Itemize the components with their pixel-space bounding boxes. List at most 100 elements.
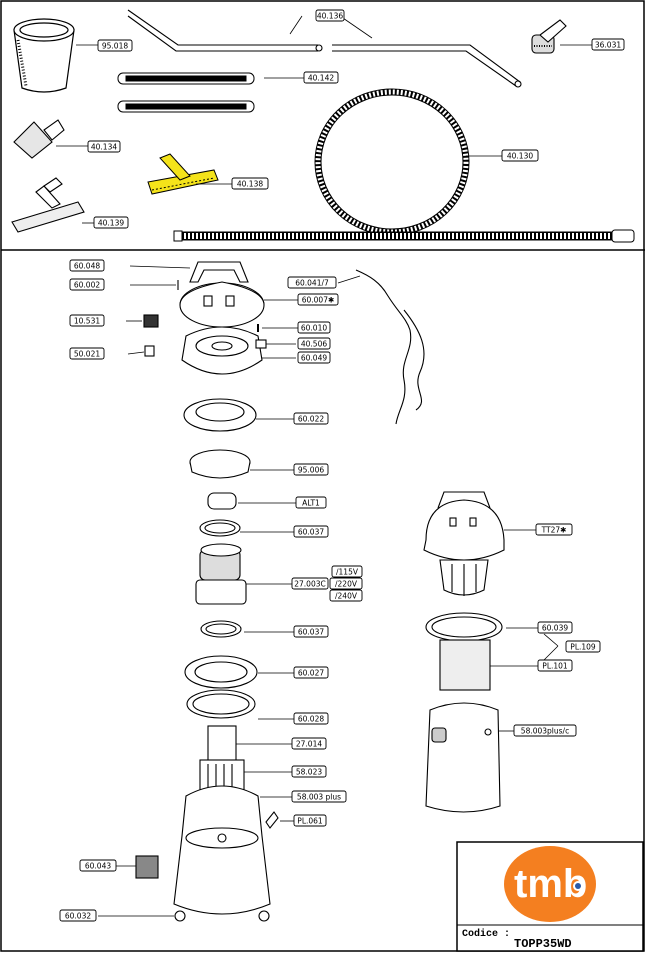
bottom-label-1: 60.002 (69, 278, 105, 291)
label-text: 60.002 (74, 280, 100, 289)
label-box (69, 259, 105, 272)
label-text: 40.139 (98, 218, 124, 227)
top-label-1: 40.136 (315, 9, 345, 22)
bottom-label-2: 60.041/7 (287, 276, 337, 289)
label-text: 40.142 (308, 73, 334, 82)
bottom-label-11: ALT1 (295, 496, 327, 509)
label-text: 95.018 (102, 41, 128, 50)
label-box (97, 39, 133, 52)
leader-lines (56, 15, 592, 917)
top-label-5: 40.130 (501, 149, 539, 162)
bucket-part (13, 18, 75, 93)
label-box (535, 523, 573, 536)
label-box (501, 149, 539, 162)
codice-value: TOPP35WD (514, 937, 572, 951)
label-text: 58.003plus/c (521, 726, 569, 735)
label-text: 60.037 (298, 527, 324, 536)
label-box (293, 525, 329, 538)
label-text: /240V (335, 591, 358, 600)
label-box (287, 276, 337, 289)
bottom-label-19: 60.028 (293, 712, 329, 725)
tt27-head (423, 491, 505, 813)
label-text: PL.061 (297, 816, 323, 825)
bottom-label-13: /115V (331, 565, 363, 578)
top-label-2: 36.031 (591, 38, 625, 51)
bottom-label-26: TT27✱ (535, 523, 573, 536)
bottom-label-21: 58.023 (291, 765, 327, 778)
label-text: 60.028 (298, 714, 324, 723)
label-box (69, 314, 105, 327)
label-text: /115V (336, 567, 359, 576)
label-text: 58.003 plus (297, 792, 341, 801)
wand-tubes (127, 9, 522, 88)
label-text: 60.022 (298, 414, 324, 423)
bottom-label-8: 60.049 (297, 351, 331, 364)
label-box (93, 216, 129, 229)
top-label-3: 40.142 (303, 71, 339, 84)
label-text: PL.101 (542, 661, 568, 670)
label-box (293, 463, 329, 476)
title-block: tmb Codice : TOPP35WD (456, 841, 644, 952)
label-box (329, 577, 363, 590)
label-box (537, 621, 573, 634)
label-text: 36.031 (595, 40, 621, 49)
top-label-0: 95.018 (97, 39, 133, 52)
label-box (315, 9, 345, 22)
bottom-label-9: 60.022 (293, 412, 329, 425)
label-text: 60.010 (301, 323, 327, 332)
bottom-label-7: 50.021 (69, 347, 105, 360)
bottom-label-15: /220V (329, 577, 363, 590)
label-text: 60.048 (74, 261, 100, 270)
label-text: PL.109 (570, 642, 596, 651)
part-labels: 95.018 40.136 36.031 40.142 40.134 40.130 40.1… (59, 9, 625, 922)
bottom-label-24: 60.043 (79, 859, 117, 872)
bottom-label-28: PL.109 (565, 640, 601, 653)
label-box (69, 347, 105, 360)
bottom-label-5: 60.010 (297, 321, 331, 334)
label-box (291, 737, 327, 750)
label-text: 95.006 (298, 465, 324, 474)
label-box (59, 909, 97, 922)
label-box (565, 640, 601, 653)
label-box (591, 38, 625, 51)
label-text: 60.032 (65, 911, 91, 920)
label-text: TT27✱ (541, 525, 567, 534)
label-box (293, 412, 329, 425)
bottom-label-0: 60.048 (69, 259, 105, 272)
label-text: 60.027 (298, 668, 324, 677)
top-label-6: 40.138 (231, 177, 269, 190)
bottom-label-4: 10.531 (69, 314, 105, 327)
top-label-7: 40.139 (93, 216, 129, 229)
bottom-label-17: 60.037 (293, 625, 329, 638)
label-box (513, 724, 577, 737)
extension-tubes (117, 72, 255, 113)
bottom-label-14: 27.003C (291, 577, 329, 590)
bottom-label-16: /240V (329, 589, 363, 602)
label-text: 60.039 (542, 623, 568, 632)
label-text: 58.023 (296, 767, 322, 776)
bottom-label-30: 58.003plus/c (513, 724, 577, 737)
label-box (293, 814, 327, 827)
squeegee-highlighted (147, 153, 219, 195)
label-box (69, 278, 105, 291)
label-box (297, 293, 339, 306)
label-box (293, 712, 329, 725)
codice-label: Codice : (462, 928, 510, 940)
bottom-label-3: 60.007✱ (297, 293, 339, 306)
label-text: 60.037 (298, 627, 324, 636)
label-box (291, 765, 327, 778)
scoop-nozzle (13, 119, 65, 159)
label-box (291, 577, 329, 590)
label-box (293, 625, 329, 638)
top-label-4: 40.134 (87, 140, 121, 153)
bottom-label-22: 58.003 plus (291, 790, 347, 803)
label-text: 10.531 (74, 316, 100, 325)
label-text: ALT1 (302, 498, 320, 507)
label-box (295, 496, 327, 509)
label-box (79, 859, 117, 872)
bottom-label-25: 60.032 (59, 909, 97, 922)
label-text: 50.021 (74, 349, 100, 358)
bottom-label-20: 27.014 (291, 737, 327, 750)
